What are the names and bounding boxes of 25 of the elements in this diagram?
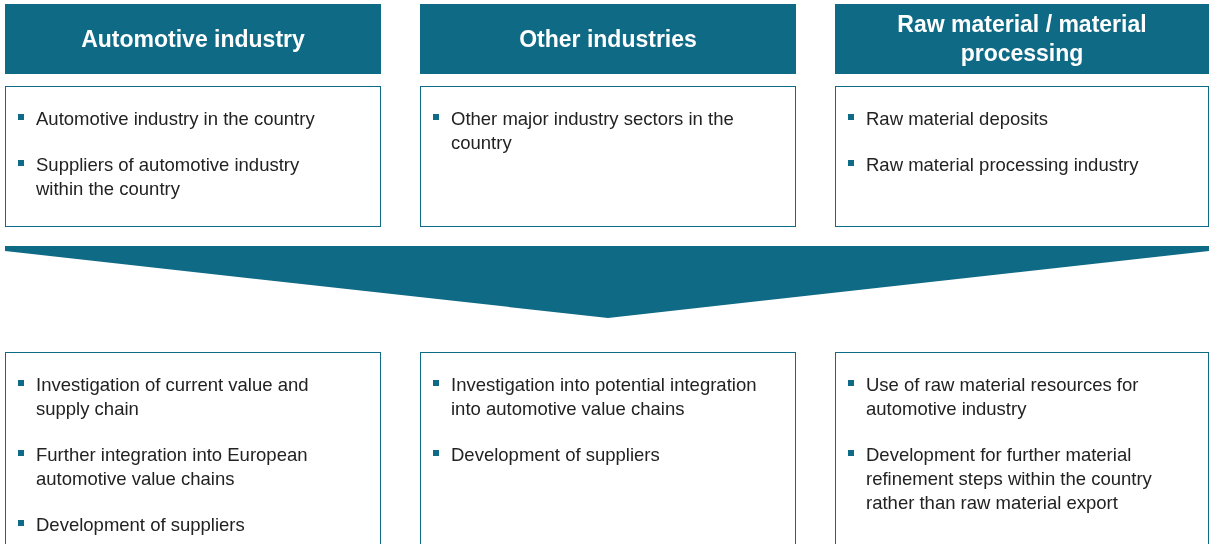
bullet-text: Use of raw material resources for automotive industry xyxy=(866,373,1140,421)
content-box xyxy=(835,352,1209,544)
bullet-text: Development of suppliers xyxy=(451,443,660,467)
bullet-text: Automotive industry in the country xyxy=(36,107,315,131)
header-title: Other industries xyxy=(518,24,698,54)
bullet-text: Investigation of current value and supply chain xyxy=(36,373,310,421)
header-banner xyxy=(835,4,1209,74)
content-box xyxy=(835,86,1209,227)
bullet-text: Raw material deposits xyxy=(866,107,1048,131)
content-box xyxy=(5,352,381,544)
bullet-text: Other major industry sectors in the country xyxy=(451,107,735,155)
content-box xyxy=(420,352,796,544)
bullet-text: Development of suppliers xyxy=(36,513,245,537)
content-box xyxy=(5,86,381,227)
bullet-text: Suppliers of automotive industry within the country xyxy=(36,153,301,201)
bullet-text: Further integration into European automotive value chains xyxy=(36,443,309,491)
content-box xyxy=(420,86,796,227)
header-banner xyxy=(5,4,381,74)
bullet-text: Development for further material refinement steps within the country rather than raw material export xyxy=(866,443,1153,515)
bullet-text: Raw material processing industry xyxy=(866,153,1139,177)
header-title: Automotive industry xyxy=(80,24,306,54)
bullet-text: Investigation into potential integration into automotive value chains xyxy=(451,373,758,421)
header-banner xyxy=(420,4,796,74)
chevron-arrow xyxy=(5,246,1209,318)
header-title: Raw material / material processing xyxy=(896,10,1148,68)
